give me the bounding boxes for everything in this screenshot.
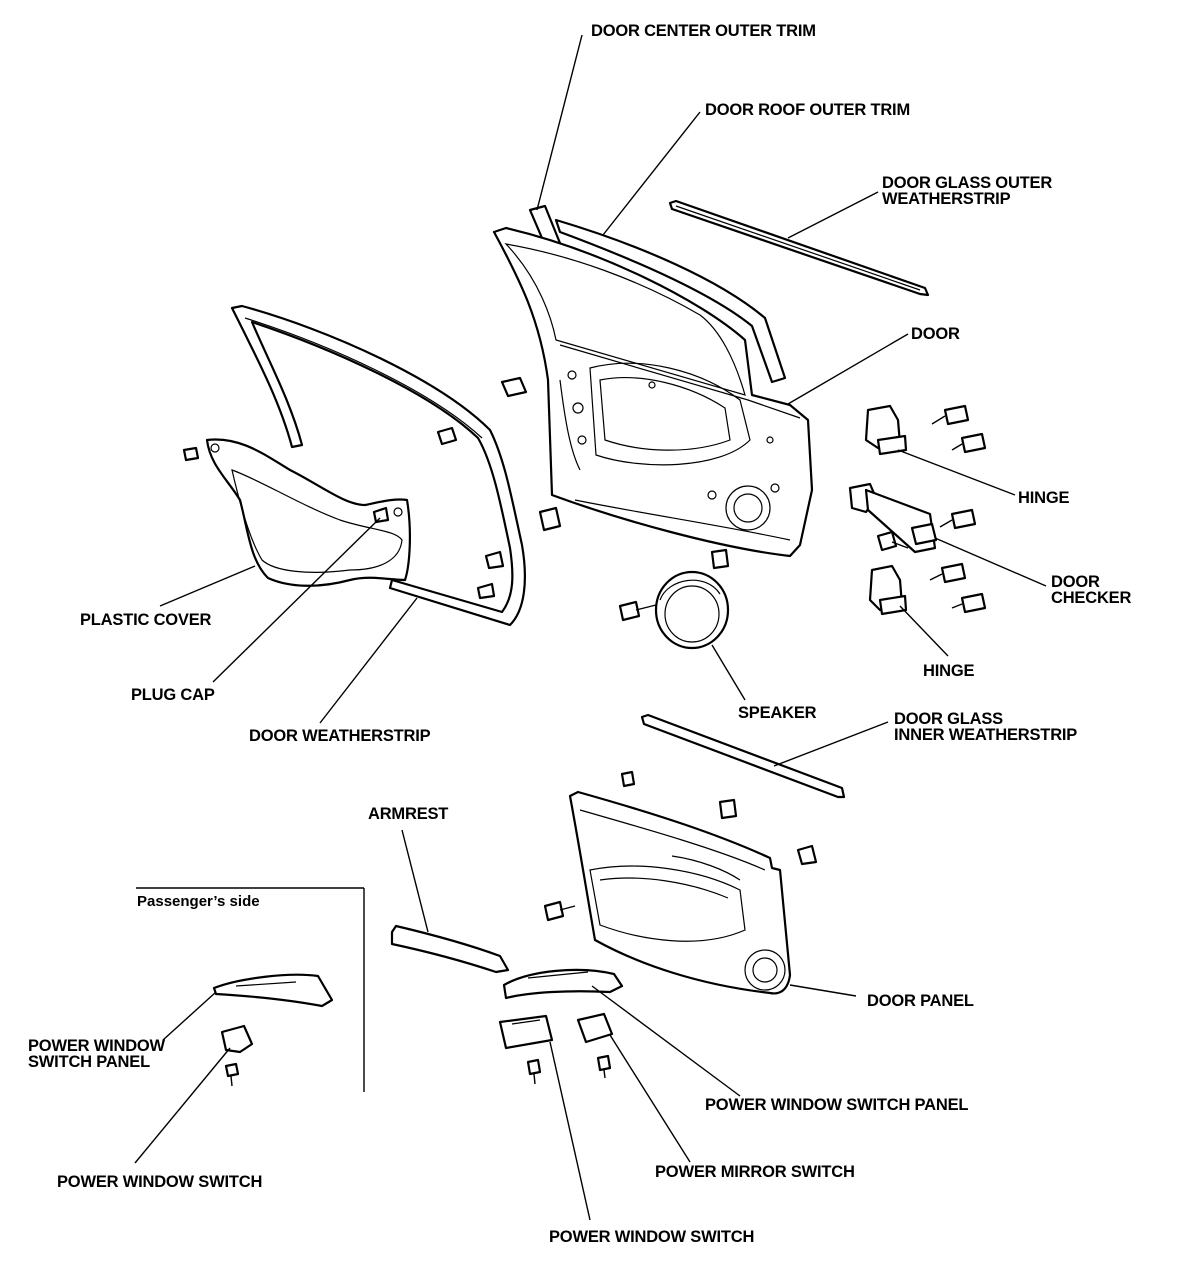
hinge-lower	[868, 564, 908, 616]
label-plug-cap: PLUG CAP	[131, 686, 215, 704]
label-armrest: ARMREST	[368, 805, 448, 823]
door-roof-outer-trim	[554, 218, 787, 384]
pw-switch-driver	[498, 1014, 554, 1085]
label-passengers-side: Passenger’s side	[137, 893, 260, 910]
label-hinge-lower: HINGE	[923, 662, 974, 680]
label-door-checker-line1: DOOR	[1051, 573, 1100, 591]
pw-switch-panel-driver	[502, 968, 624, 1000]
label-plastic-cover: PLASTIC COVER	[80, 611, 212, 629]
hinge-upper	[864, 404, 908, 456]
passenger-side-frame	[136, 887, 365, 1092]
door-glass-inner-weatherstrip	[640, 713, 846, 799]
label-door-glass-outer-weatherstrip-line1: DOOR GLASS OUTER	[882, 174, 1052, 192]
label-pw-switch-panel-driver: POWER WINDOW SWITCH PANEL	[705, 1096, 968, 1114]
pw-switch-passenger	[220, 1024, 254, 1087]
label-pw-switch-driver: POWER WINDOW SWITCH	[549, 1228, 754, 1246]
clip-fasteners	[182, 376, 730, 600]
armrest	[390, 924, 510, 974]
pw-switch-panel-passenger	[212, 973, 334, 1008]
panel-clips	[543, 770, 818, 922]
door-panel	[568, 790, 792, 995]
label-pw-switch-panel-passenger-line2: SWITCH PANEL	[28, 1053, 150, 1071]
labels: DOOR CENTER OUTER TRIM DOOR ROOF OUTER T…	[28, 22, 1132, 1246]
label-door-glass-outer-weatherstrip-line2: WEATHERSTRIP	[882, 190, 1011, 208]
label-speaker: SPEAKER	[738, 704, 817, 722]
plastic-cover	[205, 438, 411, 587]
label-door-glass-inner-weatherstrip-line1: DOOR GLASS	[894, 710, 1003, 728]
label-hinge-upper: HINGE	[1018, 489, 1069, 507]
label-door-panel: DOOR PANEL	[867, 992, 974, 1010]
label-pw-switch-panel-passenger-line1: POWER WINDOW	[28, 1037, 166, 1055]
label-door-glass-inner-weatherstrip-line2: INNER WEATHERSTRIP	[894, 726, 1077, 744]
label-door-weatherstrip: DOOR WEATHERSTRIP	[249, 727, 431, 745]
label-pw-switch-passenger: POWER WINDOW SWITCH	[57, 1173, 262, 1191]
door-shell	[492, 226, 814, 558]
door-weatherstrip	[230, 304, 526, 627]
label-door-center-outer-trim: DOOR CENTER OUTER TRIM	[591, 22, 816, 40]
bolts-group	[618, 404, 987, 622]
leader-lines	[134, 34, 1047, 1221]
label-door-checker-line2: CHECKER	[1051, 589, 1131, 607]
door-checker	[848, 482, 938, 554]
speaker	[654, 570, 730, 650]
power-mirror-switch	[576, 1012, 614, 1079]
label-door: DOOR	[911, 325, 960, 343]
label-door-roof-outer-trim: DOOR ROOF OUTER TRIM	[705, 101, 910, 119]
label-power-mirror-switch: POWER MIRROR SWITCH	[655, 1163, 855, 1181]
door-glass-outer-weatherstrip	[668, 199, 930, 297]
